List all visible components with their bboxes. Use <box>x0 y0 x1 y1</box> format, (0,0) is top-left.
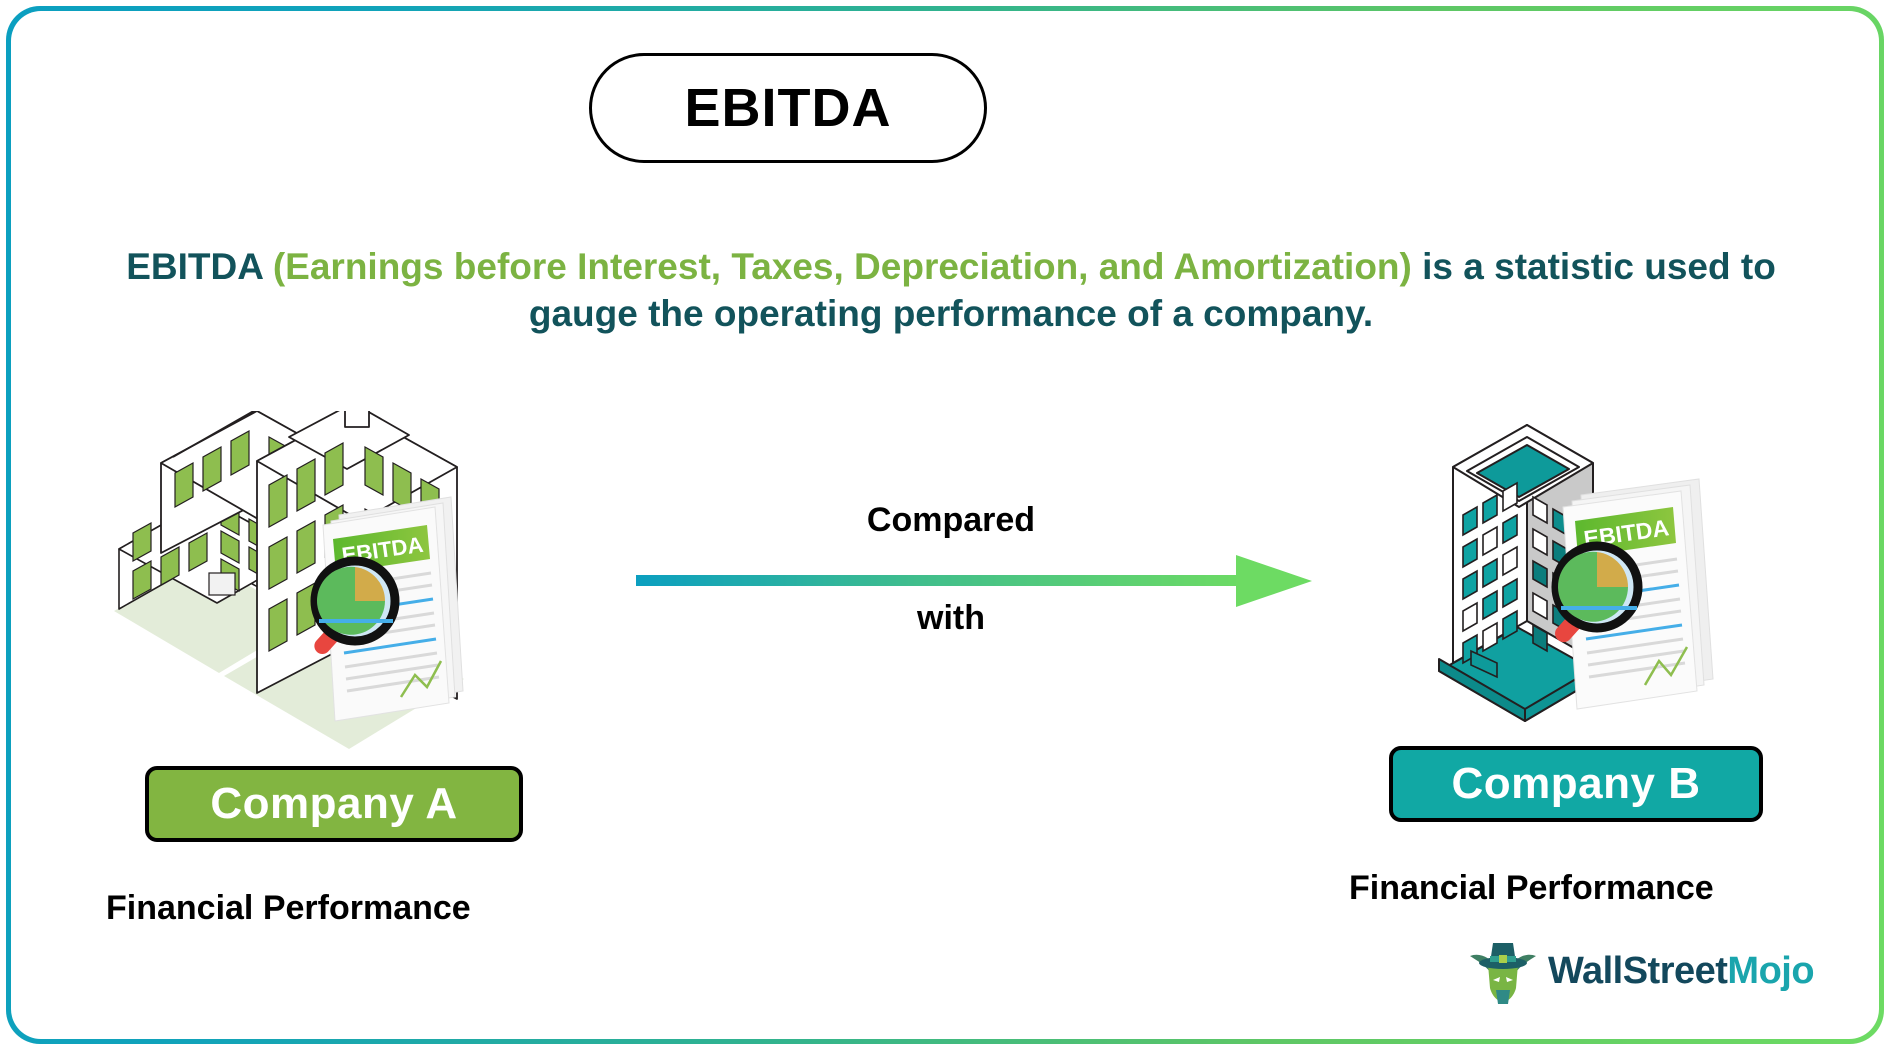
ebitda-document-a: EBITDA <box>310 496 464 722</box>
subtitle-description: EBITDA (Earnings before Interest, Taxes,… <box>111 243 1791 338</box>
company-b-button[interactable]: Company B <box>1389 746 1763 822</box>
subtitle-part-expansion: (Earnings before Interest, Taxes, Deprec… <box>272 246 1412 287</box>
infographic-canvas: EBITDA EBITDA (Earnings before Interest,… <box>11 11 1879 1039</box>
company-a-button-label: Company A <box>210 779 458 828</box>
building-a-graphic: EBITDA <box>114 402 464 749</box>
with-label: with <box>917 599 985 637</box>
company-b-illustration: EBITDA <box>1435 419 1755 729</box>
company-a-illustration: EBITDA <box>109 402 559 751</box>
logo-wordmark: WallStreetMojo <box>1548 949 1815 993</box>
subtitle-part-acronym: EBITDA <box>126 246 273 287</box>
title-pill: EBITDA <box>589 53 987 163</box>
subtitle-part-tail: is a statistic used to gauge the operati… <box>528 246 1776 335</box>
company-b-button-label: Company B <box>1451 759 1701 808</box>
building-b-graphic: EBITDA <box>1438 424 1714 722</box>
comparison-arrow <box>636 551 1326 611</box>
ebitda-document-b: EBITDA <box>1551 478 1714 710</box>
bull-mascot-icon <box>1470 943 1536 1004</box>
logo-text-accent: Mojo <box>1727 949 1815 992</box>
page-title: EBITDA <box>684 78 892 138</box>
company-a-caption: Financial Performance <box>106 889 471 927</box>
infographic-frame: EBITDA EBITDA (Earnings before Interest,… <box>6 6 1884 1044</box>
company-b-caption: Financial Performance <box>1349 869 1714 907</box>
wallstreetmojo-logo: WallStreetMojo <box>1466 931 1866 1011</box>
company-a-button[interactable]: Company A <box>145 766 523 842</box>
logo-text-primary: WallStreet <box>1548 949 1728 992</box>
compared-label: Compared <box>866 501 1036 539</box>
